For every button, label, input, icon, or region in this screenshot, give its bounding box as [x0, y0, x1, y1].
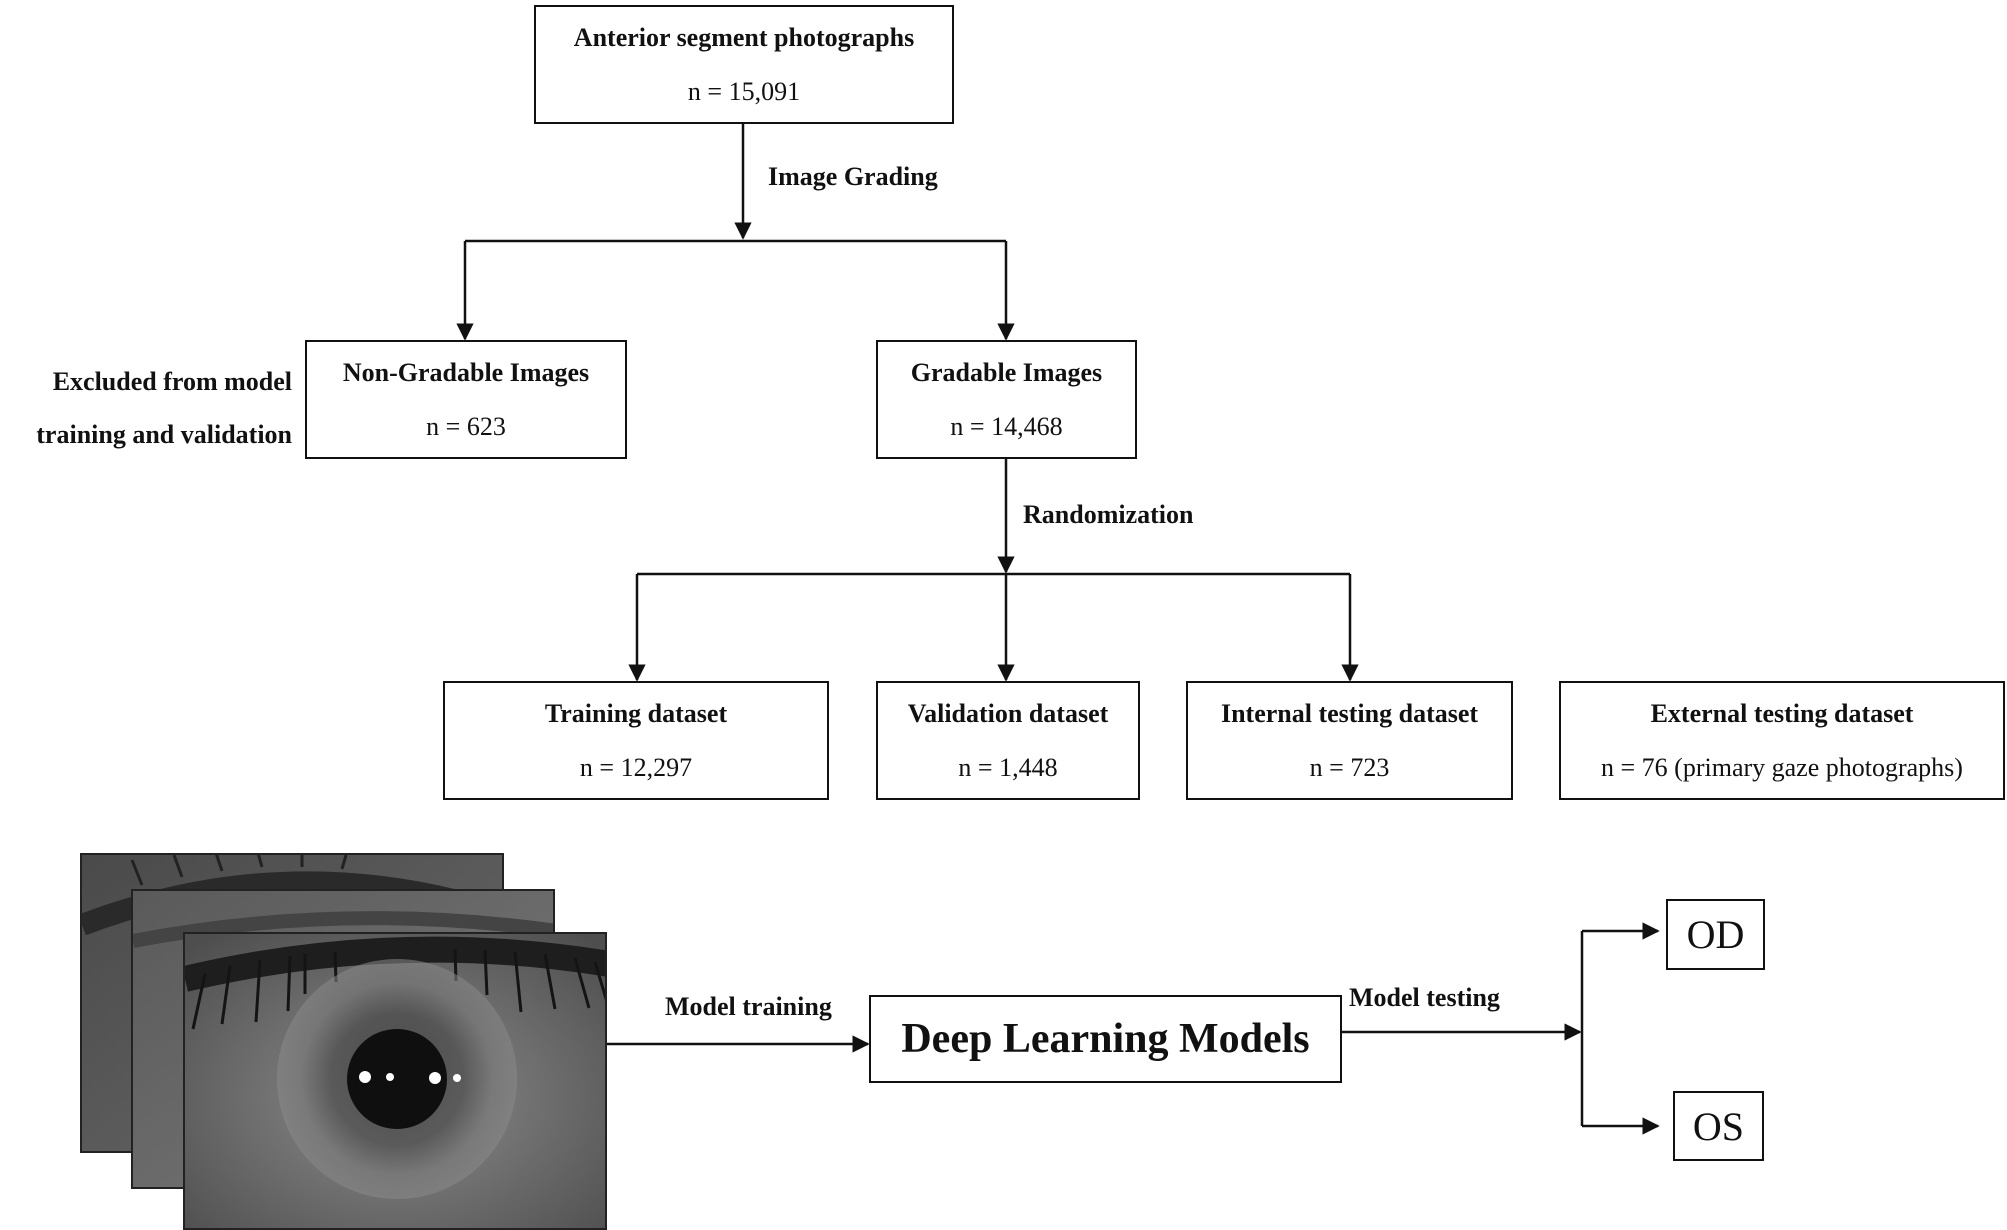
node-count: n = 12,297	[579, 752, 693, 782]
side-note-line1: Excluded from model	[52, 367, 292, 396]
node-non-gradable-images: Non-Gradable Images n = 623	[305, 340, 627, 459]
node-count: n = 723	[1309, 752, 1390, 782]
node-internal-testing-dataset: Internal testing dataset n = 723	[1186, 681, 1513, 800]
edge-label-model-training: Model training	[665, 992, 832, 1021]
edge-label-image-grading: Image Grading	[768, 162, 938, 191]
output-od: OD	[1666, 899, 1765, 970]
node-gradable-images: Gradable Images n = 14,468	[876, 340, 1137, 459]
node-title: Internal testing dataset	[1220, 698, 1479, 728]
node-training-dataset: Training dataset n = 12,297	[443, 681, 829, 800]
node-count: n = 15,091	[687, 76, 801, 106]
node-title: Anterior segment photographs	[573, 22, 915, 52]
side-note-line2: training and validation	[36, 420, 292, 449]
node-count: n = 1,448	[958, 752, 1058, 782]
edge-label-randomization: Randomization	[1023, 500, 1194, 529]
node-deep-learning-models: Deep Learning Models	[869, 995, 1342, 1083]
node-title: Training dataset	[544, 698, 728, 728]
node-external-testing-dataset: External testing dataset n = 76 (primary…	[1559, 681, 2005, 800]
side-note-excluded: Excluded from model training and validat…	[0, 355, 292, 461]
eye-photo-front-image	[185, 934, 605, 1228]
node-anterior-segment-photographs: Anterior segment photographs n = 15,091	[534, 5, 954, 124]
eye-photo-front	[183, 932, 607, 1230]
node-title: Non-Gradable Images	[342, 357, 590, 387]
node-title: Gradable Images	[910, 357, 1103, 387]
node-validation-dataset: Validation dataset n = 1,448	[876, 681, 1140, 800]
node-title: External testing dataset	[1650, 698, 1914, 728]
node-count: n = 76 (primary gaze photographs)	[1601, 752, 1963, 782]
edge-label-model-testing: Model testing	[1349, 983, 1500, 1012]
node-count: n = 623	[426, 411, 506, 441]
output-os: OS	[1673, 1091, 1764, 1161]
node-count: n = 14,468	[950, 411, 1063, 441]
node-title: Validation dataset	[907, 698, 1109, 728]
